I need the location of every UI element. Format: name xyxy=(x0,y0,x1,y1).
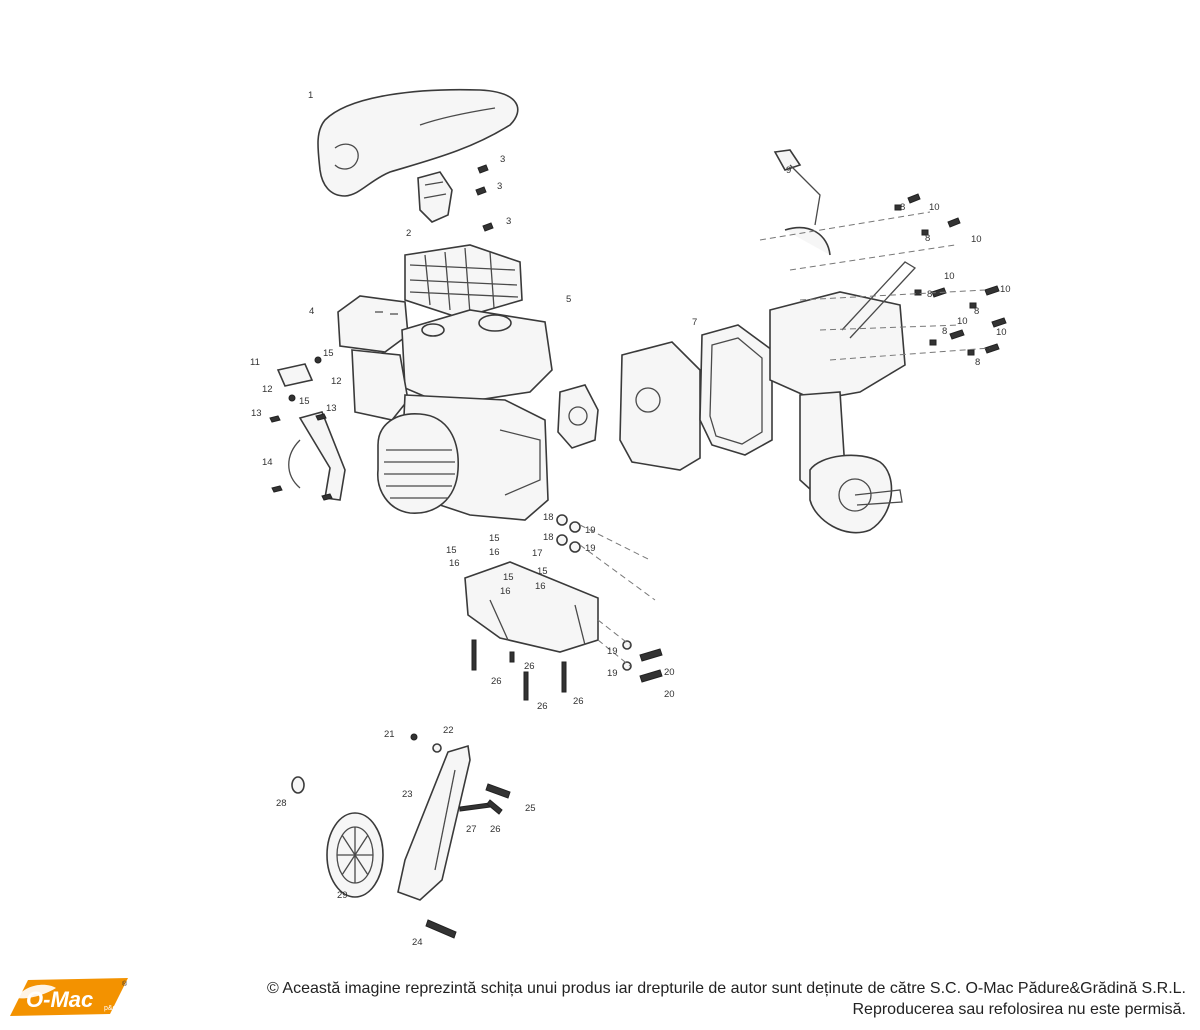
part-cover-shell xyxy=(317,88,519,197)
callout-label: 13 xyxy=(326,403,337,414)
callout-label: 21 xyxy=(384,729,395,740)
callout-label: 19 xyxy=(585,543,596,554)
callout-label: 15 xyxy=(323,348,334,359)
part-gaskets xyxy=(557,324,773,471)
callout-label: 9 xyxy=(786,165,791,176)
callout-label: 20 xyxy=(664,689,675,700)
callout-label: 10 xyxy=(957,316,968,327)
callout-label: 4 xyxy=(309,306,314,317)
callout-label: 12 xyxy=(262,384,273,395)
callout-label: 10 xyxy=(971,234,982,245)
callout-label: 26 xyxy=(524,661,535,672)
callout-label: 14 xyxy=(262,457,273,468)
callout-label: 15 xyxy=(489,533,500,544)
callout-label: 1 xyxy=(308,90,313,101)
logo-sub: p&g xyxy=(104,1005,117,1012)
callout-label: 20 xyxy=(664,667,675,678)
callout-label: 8 xyxy=(925,233,930,244)
copyright-notice: © Această imagine reprezintă schița unui… xyxy=(267,978,1186,1020)
callout-label: 15 xyxy=(503,572,514,583)
logo-registered: ® xyxy=(122,980,128,988)
callout-label: 8 xyxy=(942,326,947,337)
callout-label: 16 xyxy=(489,547,500,558)
callout-label: 11 xyxy=(250,357,260,368)
callout-label: 15 xyxy=(446,545,457,556)
callout-label: 8 xyxy=(927,289,932,300)
callout-label: 25 xyxy=(525,803,536,814)
callout-label: 10 xyxy=(996,327,1007,338)
callout-label: 16 xyxy=(449,558,460,569)
callout-label: 19 xyxy=(607,646,618,657)
callout-label: 16 xyxy=(500,586,511,597)
part-gearbox xyxy=(769,149,917,534)
callout-label: 15 xyxy=(537,566,548,577)
part-cover-bracket xyxy=(417,171,453,223)
callout-label: 22 xyxy=(443,725,454,736)
copyright-line-1: © Această imagine reprezintă schița unui… xyxy=(267,980,1186,997)
callout-label: 23 xyxy=(402,789,413,800)
copyright-line-2: Reproducerea sau refolosirea nu este per… xyxy=(852,1001,1186,1018)
part-mounting-plate xyxy=(464,514,663,701)
callout-label: 18 xyxy=(543,532,554,543)
callout-label: 2 xyxy=(406,228,411,239)
callout-label: 27 xyxy=(466,824,477,835)
part-gearbox-bolts xyxy=(894,193,1007,356)
callout-label: 10 xyxy=(929,202,940,213)
dashed-assembly-lines-gearbox xyxy=(759,211,991,361)
callout-label: 13 xyxy=(251,408,262,419)
logo-wordmark: O-Mac xyxy=(26,987,93,1012)
callout-label: 29 xyxy=(337,890,348,901)
callout-label: 18 xyxy=(543,512,554,523)
callout-label: 8 xyxy=(974,306,979,317)
callout-label: 24 xyxy=(412,937,423,948)
callout-label: 26 xyxy=(490,824,501,835)
callout-label: 8 xyxy=(900,202,905,213)
callout-label: 7 xyxy=(692,317,697,328)
callout-label: 10 xyxy=(1000,284,1011,295)
callout-label: 26 xyxy=(573,696,584,707)
part-engine xyxy=(337,244,553,521)
callout-label: 5 xyxy=(566,294,571,305)
callout-label: 16 xyxy=(535,581,546,592)
part-support-wheel xyxy=(291,733,511,939)
callout-label: 10 xyxy=(944,271,955,282)
callout-label: 19 xyxy=(607,668,618,679)
callout-label: 19 xyxy=(585,525,596,536)
callout-label: 26 xyxy=(491,676,502,687)
o-mac-logo: O-Mac p&g ® xyxy=(10,978,128,1016)
callout-label: 8 xyxy=(975,357,980,368)
callout-label: 26 xyxy=(537,701,548,712)
callout-label: 3 xyxy=(500,154,505,165)
logo-leaf xyxy=(16,984,56,999)
footer: O-Mac p&g ® © Această imagine reprezintă… xyxy=(0,962,1200,1030)
part-screws xyxy=(475,164,494,232)
callout-label: 17 xyxy=(532,548,543,559)
callout-label: 28 xyxy=(276,798,287,809)
callout-label: 12 xyxy=(331,376,342,387)
callout-label: 3 xyxy=(506,216,511,227)
callout-label: 3 xyxy=(497,181,502,192)
callout-label: 15 xyxy=(299,396,310,407)
part-handle-bracket xyxy=(269,356,346,501)
